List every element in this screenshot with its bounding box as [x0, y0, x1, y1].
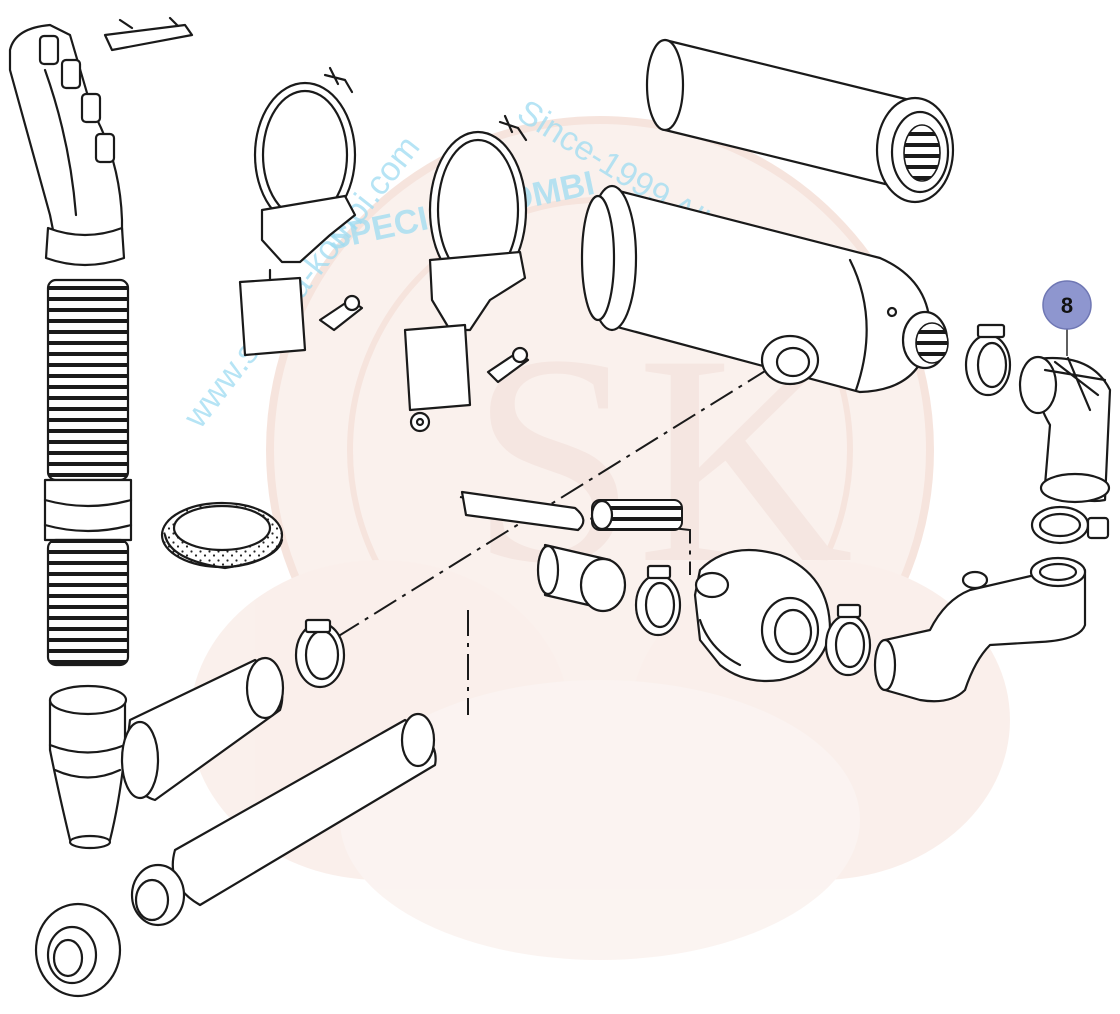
sleeve-tube — [536, 543, 627, 613]
foam-strip — [460, 490, 585, 532]
s-pipe — [873, 556, 1087, 703]
blower-housing — [693, 548, 832, 683]
hose-clamp-lower — [1030, 505, 1110, 545]
callout-8[interactable]: 8 — [1042, 280, 1092, 356]
bellow-elbow-part — [1018, 355, 1112, 504]
corrugated-hose-left — [43, 278, 133, 667]
band-ring — [160, 501, 284, 570]
elbow-nozzle — [48, 684, 128, 850]
grommet — [34, 902, 122, 998]
air-cleaner-housing — [580, 184, 949, 394]
hose-clamp-upper — [964, 323, 1012, 397]
hose-clamp-right-mid — [824, 603, 872, 677]
mounting-strip — [103, 16, 194, 52]
large-bellows-hose — [130, 712, 437, 927]
callout-label: 8 — [1061, 293, 1073, 318]
hose-clamp-middle — [634, 564, 682, 637]
silencer-tube — [120, 656, 285, 802]
clamp-bracket-1 — [238, 66, 364, 357]
small-bellows — [590, 499, 683, 531]
filter-element — [645, 38, 955, 204]
hose-clamp-left-mid — [294, 618, 346, 689]
callout-badge — [1042, 280, 1092, 330]
clamp-bracket-2 — [403, 114, 530, 433]
intake-bend-pipe — [8, 23, 126, 267]
